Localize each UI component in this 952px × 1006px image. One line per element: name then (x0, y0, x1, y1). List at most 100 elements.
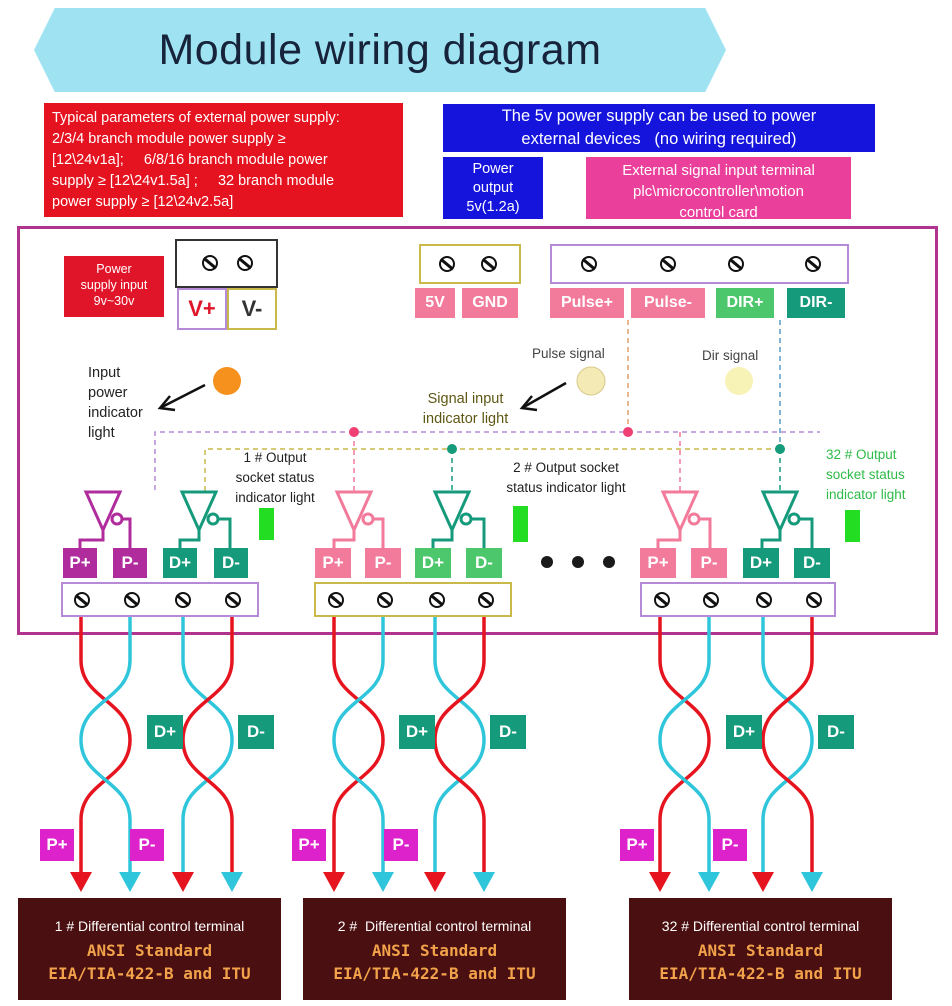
junction-dot (447, 444, 457, 454)
wire-group-32 (658, 615, 814, 878)
dir-minus-label: DIR- (787, 288, 845, 318)
buffer-triangle-icon (760, 490, 800, 534)
ch32-d-minus-tag: D- (794, 548, 830, 578)
five-v-label: 5V (415, 288, 455, 318)
wire-arrowheads (70, 872, 823, 892)
buffer-triangle-icon (179, 490, 219, 534)
junction-dot (623, 427, 633, 437)
screw-terminal-icon (74, 592, 90, 608)
power-input-line: 9v~30v (93, 294, 135, 308)
label-line: indicator light (422, 411, 509, 427)
ext-signal-line: External signal input terminal (622, 162, 815, 179)
label-line: 32 # Output (826, 447, 897, 462)
power-output-line: 5v(1.2a) (466, 198, 520, 215)
ch1-p-minus-tag: P- (113, 548, 147, 578)
ch32-p-plus-tag: P+ (640, 548, 676, 578)
g2-d-plus-tag: D+ (399, 715, 435, 749)
label-line: 2 # Output socket (513, 460, 619, 475)
power-supply-params: Typical parameters of external power sup… (44, 103, 403, 217)
g1-p-plus-tag: P+ (40, 829, 74, 861)
param-line: 2/3/4 branch module power supply ≥ (52, 131, 286, 147)
buffer-bubble (687, 512, 701, 526)
buffer-triangle-icon (83, 490, 123, 534)
ellipsis-dots-icon (541, 556, 615, 568)
ch2-d-plus-tag: D+ (415, 548, 451, 578)
power-output-line: Power (472, 160, 514, 177)
screw-terminal-icon (237, 255, 253, 271)
v-minus-label: V- (227, 288, 277, 330)
signal-input-terminal (550, 244, 849, 284)
ext-signal-line: control card (679, 204, 758, 219)
junction-dot (349, 427, 359, 437)
g32-p-minus-tag: P- (713, 829, 747, 861)
label-line: 1 # Output (243, 450, 307, 465)
buffer-triangle-icon (660, 490, 700, 534)
arrow-icon (157, 395, 176, 412)
terminal-standard: EIA/TIA-422-B and ITU (48, 964, 251, 983)
param-line: Typical parameters of external power sup… (52, 110, 340, 126)
g2-d-minus-tag: D- (490, 715, 526, 749)
label-line: socket status (826, 467, 905, 482)
differential-terminal-2: 2 # Differential control terminal ANSI S… (303, 898, 566, 1000)
external-signal-box: External signal input terminal plc\micro… (586, 157, 851, 219)
gnd-label: GND (462, 288, 518, 318)
out32-status-label: 32 # Output socket status indicator ligh… (826, 445, 906, 505)
dir-signal-label: Dir signal (702, 348, 759, 363)
screw-terminal-icon (654, 592, 670, 608)
label-line: power (88, 385, 128, 401)
dir-plus-label: DIR+ (716, 288, 774, 318)
arrow-icon (521, 381, 567, 410)
buffer-triangle-icon (432, 490, 472, 534)
ch1-d-plus-tag: D+ (163, 548, 197, 578)
param-line: supply ≥ [12\24v1.5a] ; 32 branch module (52, 173, 335, 189)
screw-terminal-icon (805, 256, 821, 272)
screw-terminal-icon (124, 592, 140, 608)
screw-terminal-icon (806, 592, 822, 608)
v-plus-label: V+ (177, 288, 227, 330)
ch2-p-plus-tag: P+ (315, 548, 351, 578)
out1-status-label: 1 # Output socket status indicator light (222, 448, 328, 508)
buffer-bubble (361, 512, 375, 526)
g1-d-minus-tag: D- (238, 715, 274, 749)
terminal-standard: ANSI Standard (697, 941, 824, 960)
power-output-line: output (472, 179, 514, 196)
power-led-icon (213, 367, 241, 395)
g32-d-minus-tag: D- (818, 715, 854, 749)
label-line: Input (88, 365, 121, 381)
power-output-box: Power output 5v(1.2a) (443, 157, 543, 219)
power-supply-input-label: Power supply input 9v~30v (64, 256, 164, 317)
label-line: Signal input (427, 391, 504, 407)
ch2-output-terminal (314, 582, 512, 617)
power-input-line: Power (96, 262, 132, 276)
screw-terminal-icon (728, 256, 744, 272)
buffer-bubble (110, 512, 124, 526)
param-line: power supply ≥ [12\24v2.5a] (52, 194, 234, 210)
five-v-note: The 5v power supply can be used to power… (443, 104, 875, 152)
pulse-led-icon (576, 366, 606, 396)
screw-terminal-icon (481, 256, 497, 272)
label-line: status indicator light (506, 480, 626, 495)
buffer-bubble (206, 512, 220, 526)
g1-p-minus-tag: P- (130, 829, 164, 861)
ch1-d-minus-tag: D- (214, 548, 248, 578)
ext-signal-line: plc\microcontroller\motion (633, 183, 804, 200)
arrow-icon (519, 395, 538, 412)
junction-dots (349, 427, 785, 454)
terminal-title: 2 # Differential control terminal (337, 918, 532, 934)
screw-terminal-icon (581, 256, 597, 272)
buffer-triangle-icon (334, 490, 374, 534)
screw-terminal-icon (439, 256, 455, 272)
g32-p-plus-tag: P+ (620, 829, 654, 861)
differential-terminal-1: 1 # Differential control terminal ANSI S… (18, 898, 281, 1000)
param-line: [12\24v1a]; 6/8/16 branch module power (52, 152, 328, 168)
g32-d-plus-tag: D+ (726, 715, 762, 749)
ch32-d-plus-tag: D+ (743, 548, 779, 578)
screw-terminal-icon (377, 592, 393, 608)
label-line: indicator light (235, 490, 315, 505)
buffer-bubble (787, 512, 801, 526)
power-input-terminal (175, 239, 278, 288)
ch32-output-terminal (640, 582, 836, 617)
label-line: indicator light (826, 487, 906, 502)
five-v-terminal (419, 244, 521, 284)
